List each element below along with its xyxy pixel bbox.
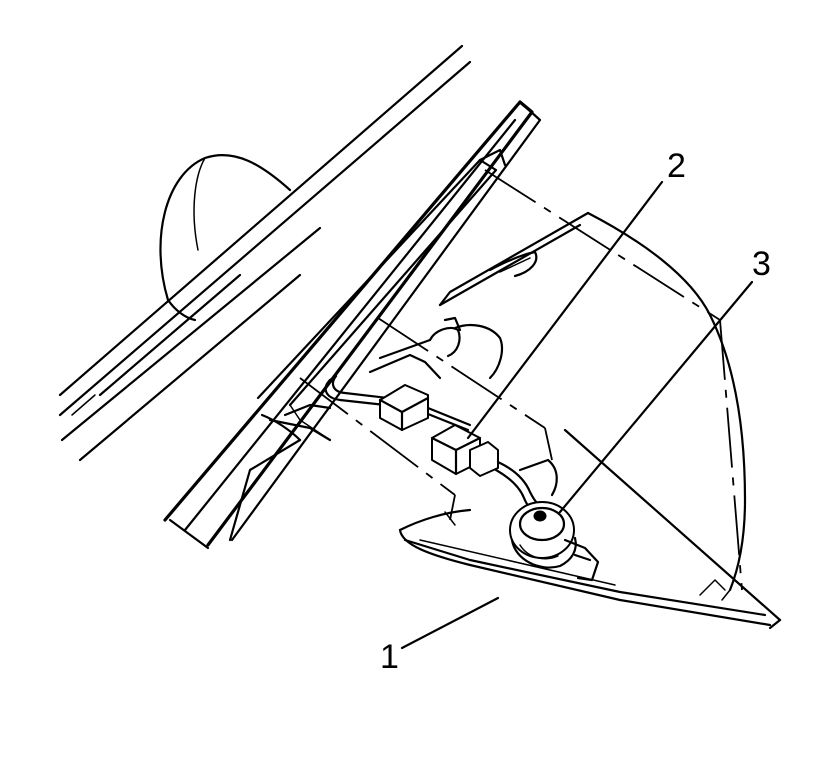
turn-signal-lens: [398, 428, 782, 630]
callout-2-label: 2: [667, 147, 686, 185]
bulb-socket: [509, 501, 600, 582]
door-frame: [58, 44, 472, 462]
alignment-lines: [299, 169, 743, 591]
mirror-base: [268, 211, 590, 442]
wiring-harness: [324, 374, 472, 432]
callout-1-label: 1: [380, 638, 399, 676]
leader-lines: [400, 180, 754, 650]
mirror-frame: [163, 100, 542, 550]
mirror-shell-outline: [586, 211, 747, 601]
mirror-housing: [159, 154, 292, 322]
callout-3-label: 3: [752, 245, 771, 283]
